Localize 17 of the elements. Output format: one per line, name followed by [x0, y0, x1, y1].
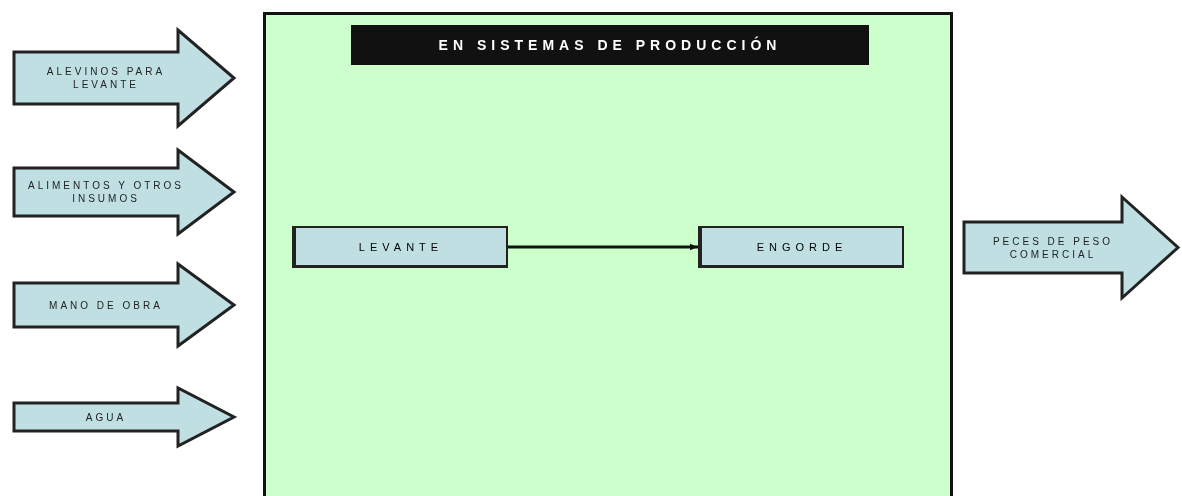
system-panel — [263, 12, 953, 496]
process-box — [292, 226, 508, 268]
flow-banner — [12, 262, 236, 348]
arrow-label: AGUA — [84, 410, 128, 425]
process-label: ENGORDE — [756, 240, 848, 253]
process-box — [698, 226, 904, 268]
arrow-label: ALIMENTOS Y OTROS INSUMOS — [27, 179, 185, 206]
arrow — [508, 243, 698, 251]
flow-banner — [12, 386, 236, 448]
arrow-label: ALEVINOS PARA LEVANTE — [45, 65, 167, 92]
flow-banner — [12, 148, 236, 236]
process-label: LEVANTE — [358, 240, 444, 253]
flow-banner — [12, 28, 236, 128]
flow-banner — [962, 195, 1180, 300]
panel-title: EN SISTEMAS DE PRODUCCIÓN — [351, 25, 869, 65]
arrow-label: PECES DE PESO COMERCIAL — [991, 234, 1115, 262]
arrow-label: MANO DE OBRA — [48, 298, 164, 313]
